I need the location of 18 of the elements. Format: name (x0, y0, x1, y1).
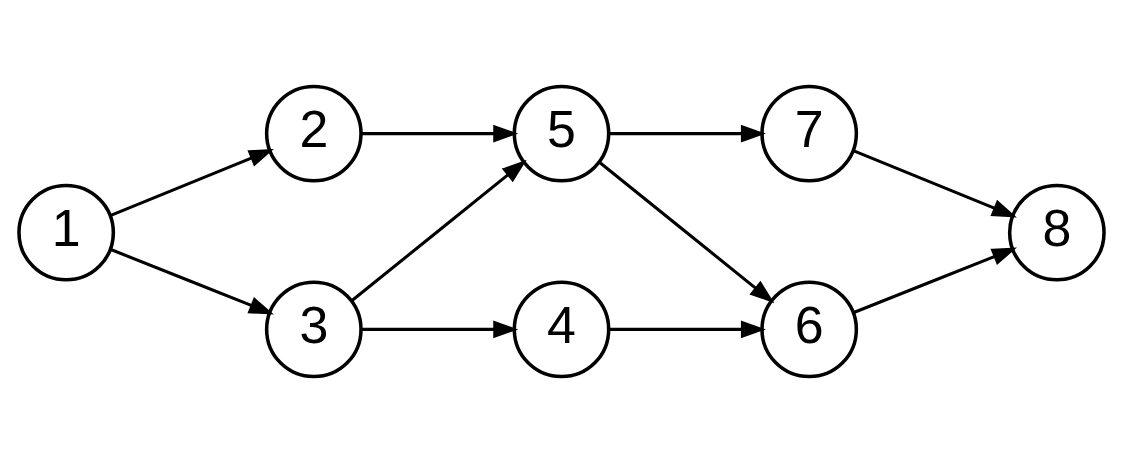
arrow (598, 161, 775, 304)
arrow (853, 149, 1017, 218)
arrow (361, 320, 519, 339)
node-circle: 7 (760, 84, 859, 183)
node-circle: 8 (1007, 183, 1106, 282)
arrow (110, 248, 274, 315)
arrow (609, 320, 766, 339)
node-circle: 4 (512, 280, 611, 379)
arrow (361, 124, 519, 143)
node-circle: 3 (264, 280, 363, 379)
node-circle: 1 (17, 183, 116, 282)
arrow (110, 148, 274, 217)
arrow (609, 124, 766, 143)
arrow (853, 247, 1017, 314)
arrow (351, 159, 527, 302)
node-circle: 6 (760, 280, 859, 379)
node-circle: 2 (264, 84, 363, 183)
node-circle: 5 (512, 84, 611, 183)
